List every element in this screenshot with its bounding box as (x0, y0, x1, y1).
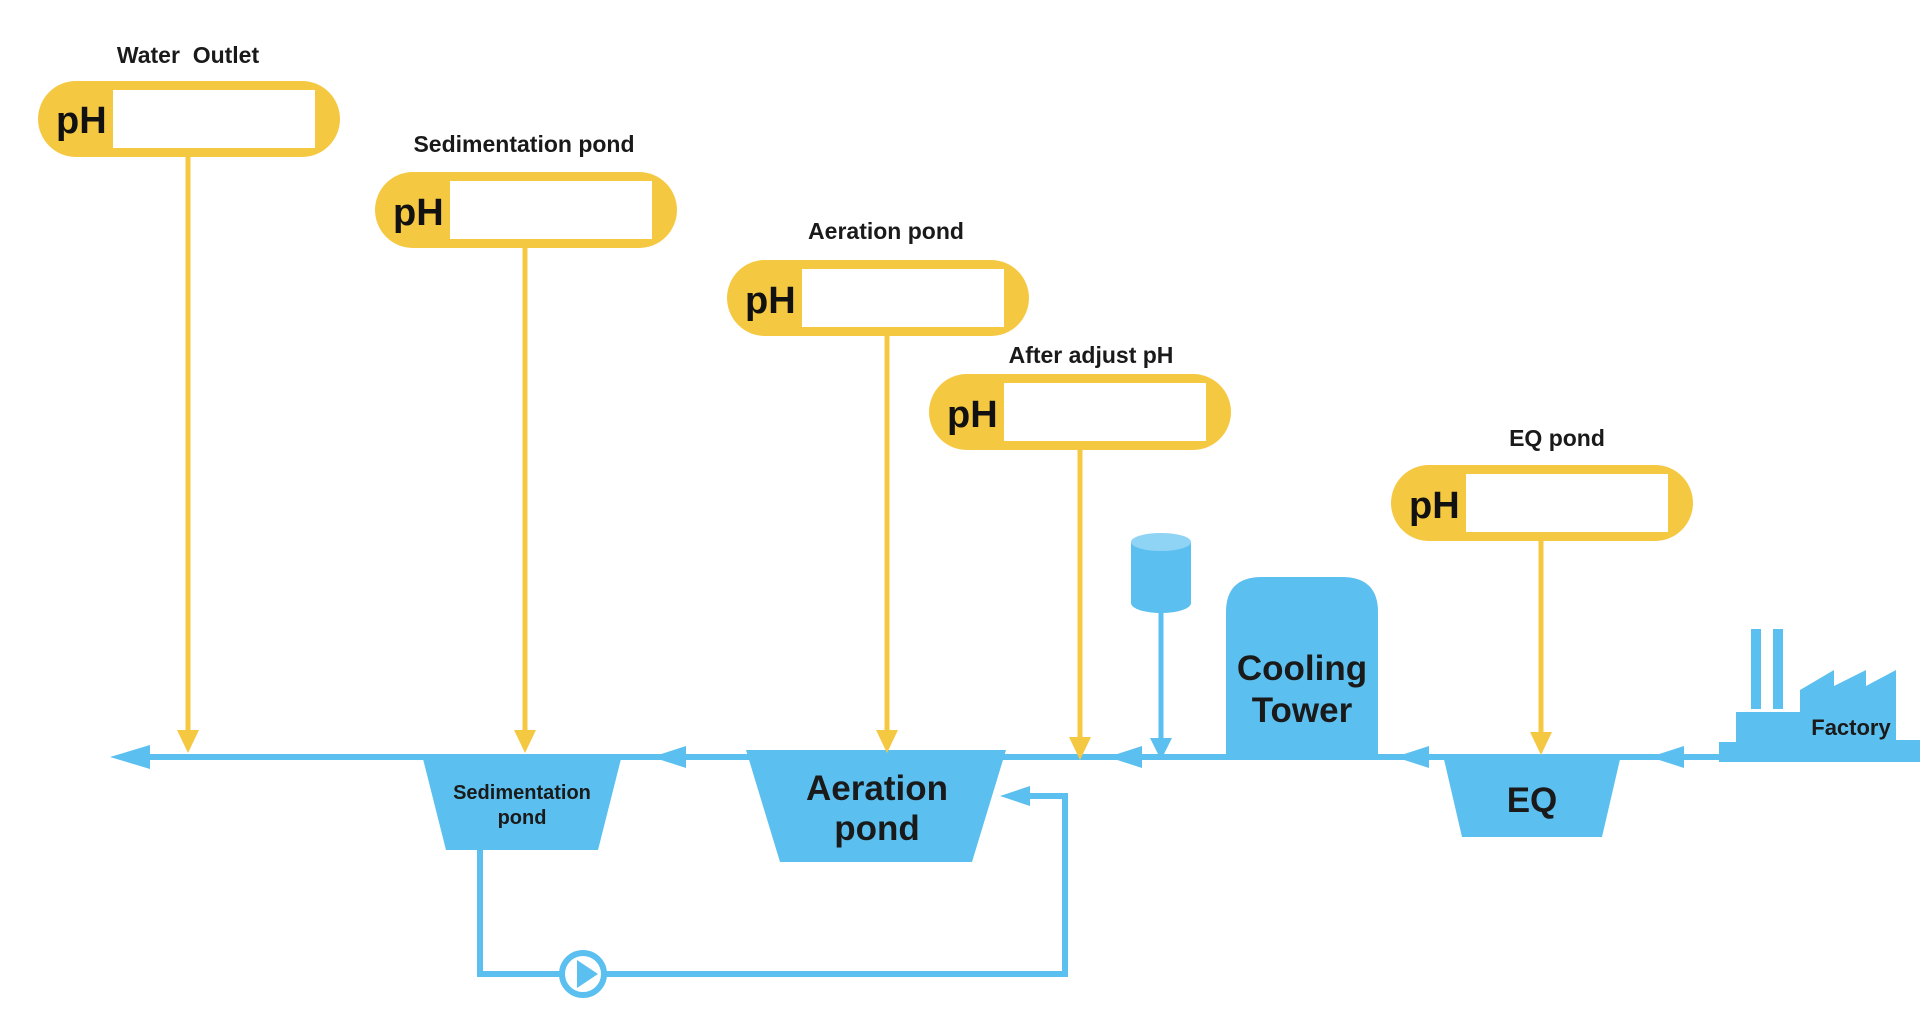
probe-title: After adjust pH (1009, 342, 1174, 368)
sedimentation-unit-label-2: pond (498, 807, 547, 829)
sedimentation-unit-label-1: Sedimentation (453, 782, 591, 804)
ph-value-display (1004, 383, 1206, 441)
cooling-tower-label-1: Cooling (1237, 649, 1367, 688)
return-arrowhead (1000, 786, 1030, 806)
probe-title: Aeration pond (808, 218, 964, 244)
ph-label: pH (1409, 485, 1460, 527)
flow-arrow (1650, 746, 1684, 768)
factory-label: Factory (1811, 715, 1891, 740)
chemical-tank-icon (1131, 533, 1191, 613)
ph-value-display (802, 269, 1004, 327)
aeration-unit-label-2: pond (834, 809, 920, 848)
ph-probe-sedimentation-pond: Sedimentation pond pH (375, 131, 677, 248)
flow-arrow (1108, 746, 1142, 768)
aeration-pond-unit: Aeration pond (746, 750, 1006, 862)
outlet-arrowhead (110, 745, 150, 769)
dosing-line (1150, 612, 1172, 760)
pump-icon (559, 950, 607, 998)
eq-unit-label: EQ (1507, 781, 1558, 820)
ph-value-display (1466, 474, 1668, 532)
ph-value-display (450, 181, 652, 239)
ph-probe-water-outlet: Water Outlet pH (38, 42, 340, 157)
recirculation-loop (477, 786, 1068, 998)
ph-probe-eq-pond: EQ pond pH (1391, 425, 1693, 541)
ph-probe-after-adjust: After adjust pH pH (929, 342, 1231, 450)
flow-arrows (110, 745, 1684, 769)
probe-title: Sedimentation pond (413, 131, 634, 157)
ph-label: pH (56, 100, 107, 142)
cooling-tower-label-2: Tower (1252, 691, 1353, 730)
probe-title: Water Outlet (117, 42, 260, 68)
ph-probe-aeration-pond: Aeration pond pH (727, 218, 1029, 336)
ph-value-display (113, 90, 315, 148)
eq-pond-unit: EQ (1443, 755, 1621, 837)
factory-icon: Factory (1719, 629, 1920, 762)
flow-arrow (1395, 746, 1429, 768)
cooling-tower-unit: Cooling Tower (1226, 577, 1378, 757)
probe-title: EQ pond (1509, 425, 1605, 451)
probe-lines (177, 155, 1552, 760)
ph-label: pH (745, 280, 796, 322)
sedimentation-pond-unit: Sedimentation pond (422, 755, 622, 850)
flow-arrow (652, 746, 686, 768)
aeration-unit-label-1: Aeration (806, 769, 948, 808)
ph-label: pH (947, 394, 998, 436)
ph-label: pH (393, 192, 444, 234)
